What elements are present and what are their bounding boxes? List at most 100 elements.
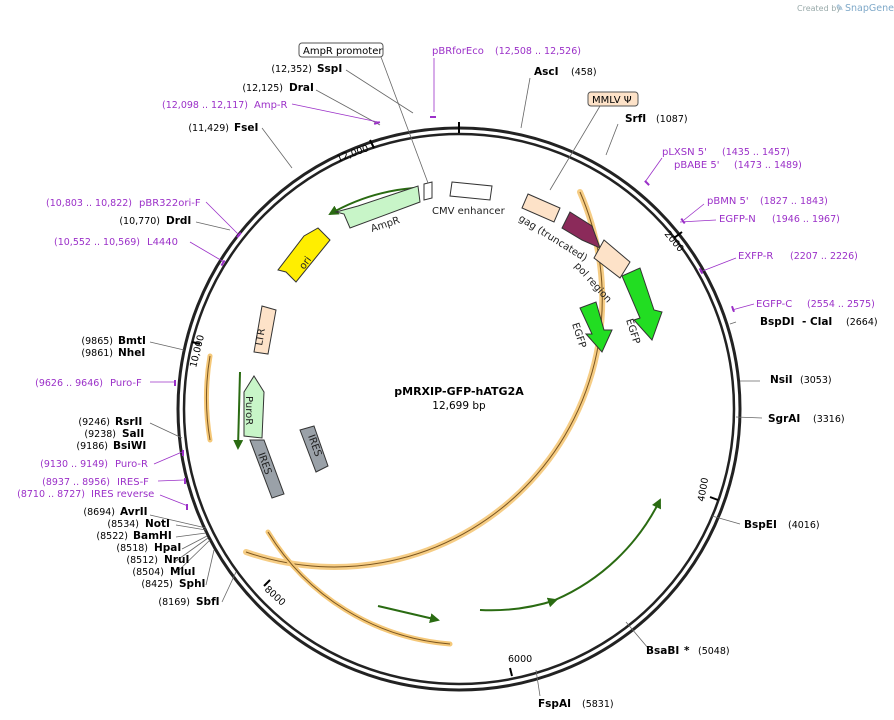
primer-pbmn5: pBMN 5' bbox=[707, 196, 749, 207]
site-bsiwI: BsiWI bbox=[113, 440, 146, 452]
feature-ori bbox=[277, 227, 331, 283]
leader-lines bbox=[149, 58, 763, 697]
snapgene-logo-icon: ✎ bbox=[836, 4, 844, 14]
site-nheI: NheI bbox=[118, 347, 145, 359]
svg-text:(3053): (3053) bbox=[800, 375, 832, 386]
site-ascI: AscI bbox=[534, 66, 559, 78]
site-sgraI: SgrAI bbox=[768, 413, 800, 425]
site-bsabI: BsaBI bbox=[646, 645, 679, 657]
primer-pbrforeco: pBRforEco bbox=[432, 46, 484, 57]
primers: pBRforEco (12,508 .. 12,526) (12,098 .. … bbox=[17, 46, 875, 500]
orf-left-arc-line bbox=[206, 355, 211, 441]
site-sphI: SphI bbox=[179, 578, 205, 590]
primer-ires-reverse: IRES reverse bbox=[91, 489, 154, 500]
svg-text:AmpR promoter: AmpR promoter bbox=[303, 46, 383, 57]
svg-text:(9246): (9246) bbox=[78, 417, 110, 428]
plasmid-size: 12,699 bp bbox=[432, 400, 486, 412]
svg-text:(5048): (5048) bbox=[698, 646, 730, 657]
feature-label-egfp-inner: EGFP bbox=[569, 322, 587, 350]
site-drdI: DrdI bbox=[166, 215, 191, 227]
svg-text:(9865): (9865) bbox=[81, 336, 113, 347]
svg-text:(11,429): (11,429) bbox=[188, 123, 229, 134]
site-draI: DraI bbox=[289, 82, 314, 94]
feature-label-ltr: LTR bbox=[254, 328, 268, 347]
svg-text:(8534): (8534) bbox=[107, 519, 139, 530]
svg-text:(3316): (3316) bbox=[813, 414, 845, 425]
site-bmtI: BmtI bbox=[118, 335, 146, 347]
primer-puro-f: Puro-F bbox=[110, 378, 142, 389]
feature-egfp-inner bbox=[579, 301, 613, 353]
feature-mmlv-psi bbox=[593, 239, 631, 279]
site-notI: NotI bbox=[145, 518, 170, 530]
feature-label-ires-left: IRES bbox=[255, 451, 273, 476]
orf-arrows bbox=[233, 187, 661, 624]
feature-ampr bbox=[334, 185, 421, 229]
site-mluI: MluI bbox=[170, 566, 195, 578]
primer-egfp-c: EGFP-C bbox=[756, 299, 792, 310]
orf-arrow-2 bbox=[479, 597, 558, 612]
primer-l4440: L4440 bbox=[147, 237, 178, 248]
ring-tick-12000: 12,000 bbox=[335, 143, 370, 165]
orf-right-arc-line bbox=[245, 191, 603, 568]
credit-brand: SnapGene bbox=[845, 3, 894, 14]
svg-text:(10,803 .. 10,822): (10,803 .. 10,822) bbox=[46, 198, 132, 209]
svg-text:(8169): (8169) bbox=[158, 597, 190, 608]
svg-text:(5831): (5831) bbox=[582, 699, 614, 710]
svg-text:(10,770): (10,770) bbox=[119, 216, 160, 227]
primer-egfp-n: EGFP-N bbox=[719, 214, 756, 225]
primer-pbabe5: pBABE 5' bbox=[674, 160, 720, 171]
svg-text:*: * bbox=[684, 645, 690, 657]
feature-ires-right bbox=[299, 425, 329, 473]
site-bspeI: BspEI bbox=[744, 519, 777, 531]
feature-pol bbox=[561, 211, 601, 249]
primer-ires-f: IRES-F bbox=[117, 477, 149, 488]
feature-puror bbox=[243, 375, 265, 439]
svg-text:(8518): (8518) bbox=[116, 543, 148, 554]
site-bamhI: BamHI bbox=[133, 530, 172, 542]
boxed-label-ampr-promoter[interactable]: AmpR promoter bbox=[298, 42, 384, 58]
svg-text:(1435 .. 1457): (1435 .. 1457) bbox=[722, 147, 790, 158]
primer-marks bbox=[174, 116, 735, 510]
svg-text:(8425): (8425) bbox=[141, 579, 173, 590]
site-sspI: SspI bbox=[317, 63, 342, 75]
site-avrII: AvrII bbox=[120, 506, 148, 518]
site-sbfI: SbfI bbox=[196, 596, 220, 608]
svg-text:(9186): (9186) bbox=[76, 441, 108, 452]
svg-text:(9626 .. 9646): (9626 .. 9646) bbox=[35, 378, 103, 389]
feature-ires-left bbox=[249, 439, 285, 499]
boxed-label-mmlv-psi[interactable]: MMLV Ψ bbox=[587, 91, 639, 107]
orf-bottom-arc-line bbox=[267, 531, 451, 645]
svg-text:(458): (458) bbox=[571, 67, 597, 78]
svg-text:(4016): (4016) bbox=[788, 520, 820, 531]
svg-text:(1827 .. 1843): (1827 .. 1843) bbox=[760, 196, 828, 207]
ring-tick-4000: 4000 bbox=[696, 477, 711, 503]
primer-plxsn5: pLXSN 5' bbox=[662, 147, 707, 158]
site-hpaI: HpaI bbox=[154, 542, 181, 554]
svg-text:(2664): (2664) bbox=[846, 317, 878, 328]
svg-text:(8522): (8522) bbox=[96, 531, 128, 542]
site-srfI: SrfI bbox=[625, 113, 646, 125]
site-nruI: NruI bbox=[164, 554, 189, 566]
orf-arcs bbox=[204, 189, 606, 647]
svg-text:(8694): (8694) bbox=[83, 507, 115, 518]
svg-text:(2554 .. 2575): (2554 .. 2575) bbox=[807, 299, 875, 310]
svg-text:(12,125): (12,125) bbox=[242, 83, 283, 94]
right-sites: AscI (458) SrfI (1087) BspDI - ClaI (266… bbox=[534, 66, 878, 710]
orf-arrow-4 bbox=[233, 371, 244, 450]
ring-tick-10000: 10,000 bbox=[188, 334, 207, 369]
features bbox=[243, 181, 663, 499]
svg-text:(9861): (9861) bbox=[81, 348, 113, 359]
site-bspdI: BspDI bbox=[760, 316, 794, 328]
feature-label-puror: PuroR bbox=[243, 396, 254, 425]
plasmid-name: pMRXIP-GFP-hATG2A bbox=[394, 385, 524, 398]
feature-label-cmv-enhancer: CMV enhancer bbox=[432, 206, 506, 217]
svg-text:(2207 .. 2226): (2207 .. 2226) bbox=[790, 251, 858, 262]
svg-text:(8937 .. 8956): (8937 .. 8956) bbox=[42, 477, 110, 488]
primer-pbr322ori-f: pBR322ori-F bbox=[139, 198, 201, 209]
site-salI: SalI bbox=[122, 428, 144, 440]
svg-text:(1946 .. 1967): (1946 .. 1967) bbox=[772, 214, 840, 225]
primer-ampr: Amp-R bbox=[254, 100, 288, 111]
feature-egfp-outer bbox=[621, 267, 663, 341]
site-fspaI: FspAI bbox=[538, 698, 571, 710]
orf-arrow-1 bbox=[554, 498, 661, 601]
